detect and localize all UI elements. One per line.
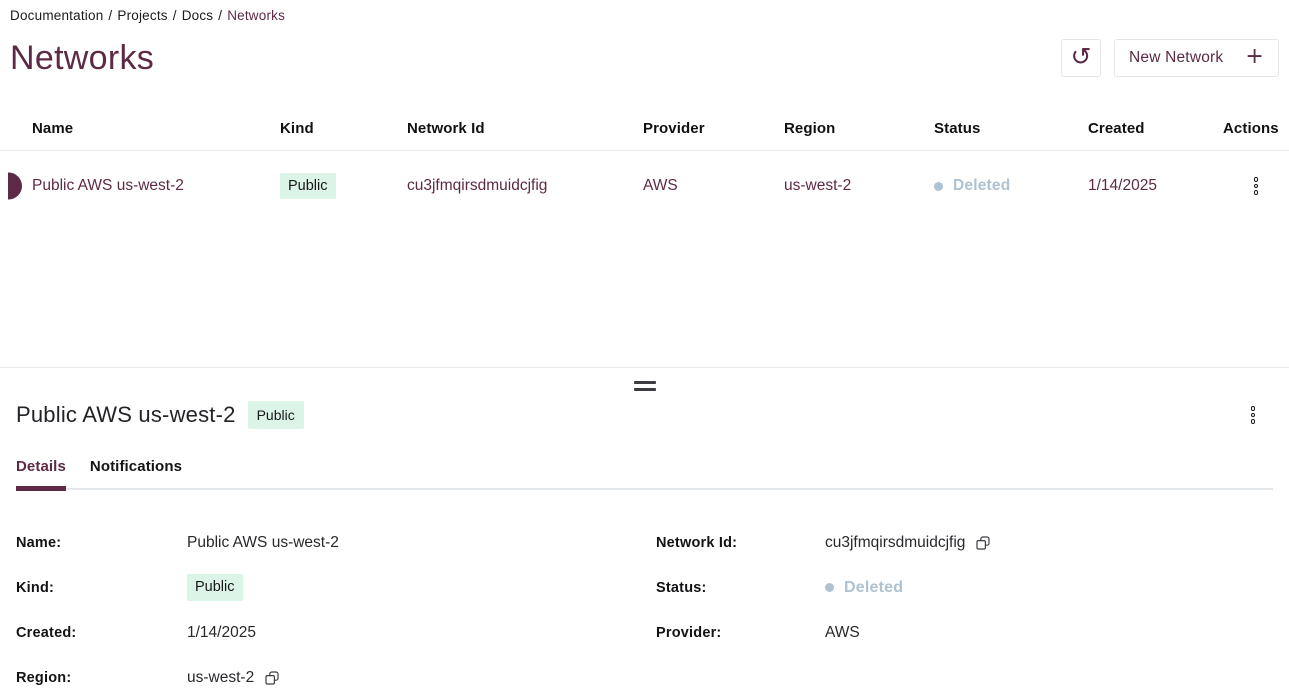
detail-panel: Public AWS us-west-2 Public Details Noti… xyxy=(0,367,1289,700)
tab-details[interactable]: Details xyxy=(16,458,66,491)
row-actions-menu-button[interactable] xyxy=(1250,173,1263,199)
panel-drag-handle[interactable] xyxy=(633,381,656,391)
provider-value: AWS xyxy=(825,623,860,641)
networks-table: Name Kind Network Id Provider Region Sta… xyxy=(0,107,1289,221)
status-value-cell: Deleted xyxy=(825,565,1273,610)
copy-icon xyxy=(976,535,991,550)
tab-notifications[interactable]: Notifications xyxy=(89,458,183,475)
column-header-network-id: Network Id xyxy=(407,120,485,137)
region-label: Region: xyxy=(16,669,72,686)
breadcrumb-current-networks: Networks xyxy=(227,8,286,23)
status-dot-icon xyxy=(934,181,943,191)
breadcrumb-item-projects[interactable]: Projects xyxy=(117,8,168,23)
panel-actions-menu-button[interactable] xyxy=(1247,402,1260,428)
table-row[interactable]: Public AWS us-west-2 Public cu3jfmqirsdm… xyxy=(0,151,1289,221)
kebab-icon xyxy=(1250,412,1255,418)
column-header-created: Created xyxy=(1088,120,1145,137)
name-label: Name: xyxy=(16,534,62,551)
column-header-provider: Provider xyxy=(643,120,705,137)
region-value-cell: us-west-2 xyxy=(187,655,656,700)
status-label: Status: xyxy=(656,579,707,596)
copy-network-id-button[interactable] xyxy=(974,534,992,552)
network-id-label: Network Id: xyxy=(656,534,738,551)
breadcrumb-separator: / xyxy=(108,8,113,23)
page-header: Networks ↺ New Network + xyxy=(10,35,1279,81)
refresh-icon: ↺ xyxy=(1070,42,1092,71)
row-network-id: cu3jfmqirsdmuidcjfig xyxy=(407,177,548,194)
breadcrumb-item-documentation[interactable]: Documentation xyxy=(10,8,104,23)
status-dot-icon xyxy=(825,583,834,592)
kebab-icon xyxy=(1253,190,1259,195)
panel-header: Public AWS us-west-2 Public xyxy=(16,400,1259,430)
kind-badge: Public xyxy=(280,172,336,200)
provider-label: Provider: xyxy=(656,624,722,641)
breadcrumb-item-docs[interactable]: Docs xyxy=(181,8,214,23)
new-network-button-label: New Network xyxy=(1128,49,1224,66)
network-id-value-cell: cu3jfmqirsdmuidcjfig xyxy=(825,520,1273,565)
breadcrumb-separator: / xyxy=(172,8,177,23)
column-header-status: Status xyxy=(934,120,981,137)
network-id-value: cu3jfmqirsdmuidcjfig xyxy=(825,533,966,551)
status-chip: Deleted xyxy=(825,579,903,597)
kind-value-cell: Public xyxy=(187,565,656,610)
name-value: Public AWS us-west-2 xyxy=(187,533,339,551)
panel-kind-badge: Public xyxy=(247,400,304,430)
row-provider: AWS xyxy=(643,177,678,194)
row-region: us-west-2 xyxy=(784,177,852,194)
row-actions-cell xyxy=(1223,173,1289,199)
panel-title: Public AWS us-west-2 xyxy=(16,402,236,427)
row-kind-cell: Public xyxy=(280,172,407,200)
plus-icon: + xyxy=(1245,44,1264,69)
copy-icon xyxy=(265,670,279,685)
column-header-actions: Actions xyxy=(1223,120,1279,137)
kind-label: Kind: xyxy=(16,579,55,596)
details-grid: Name: Public AWS us-west-2 Network Id: c… xyxy=(16,520,1273,700)
copy-region-button[interactable] xyxy=(263,669,281,687)
kebab-icon xyxy=(1250,406,1255,411)
row-status: Deleted xyxy=(934,177,1088,195)
kebab-icon xyxy=(1253,177,1259,182)
kind-value-badge: Public xyxy=(187,574,243,601)
created-value: 1/14/2025 xyxy=(187,623,256,641)
column-header-kind: Kind xyxy=(280,120,314,137)
breadcrumb-separator: / xyxy=(218,8,223,23)
panel-tabs: Details Notifications xyxy=(16,458,1273,491)
created-label: Created: xyxy=(16,624,77,641)
status-text: Deleted xyxy=(953,177,1011,194)
column-header-name: Name xyxy=(32,120,74,137)
selected-row-indicator xyxy=(8,172,22,200)
region-value: us-west-2 xyxy=(187,668,255,686)
table-header-row: Name Kind Network Id Provider Region Sta… xyxy=(0,107,1289,151)
page-title: Networks xyxy=(10,38,155,77)
status-value: Deleted xyxy=(844,578,904,596)
toolbar: ↺ New Network + xyxy=(1060,39,1279,77)
kebab-icon xyxy=(1253,183,1259,189)
kebab-icon xyxy=(1250,419,1255,424)
row-name: Public AWS us-west-2 xyxy=(32,177,184,194)
row-created: 1/14/2025 xyxy=(1088,177,1157,194)
new-network-button[interactable]: New Network + xyxy=(1113,39,1279,77)
empty-cell xyxy=(656,655,825,700)
column-header-region: Region xyxy=(784,120,836,137)
empty-cell xyxy=(825,655,1273,700)
refresh-button[interactable]: ↺ xyxy=(1060,39,1101,77)
breadcrumb: Documentation / Projects / Docs / Networks xyxy=(0,0,1289,23)
